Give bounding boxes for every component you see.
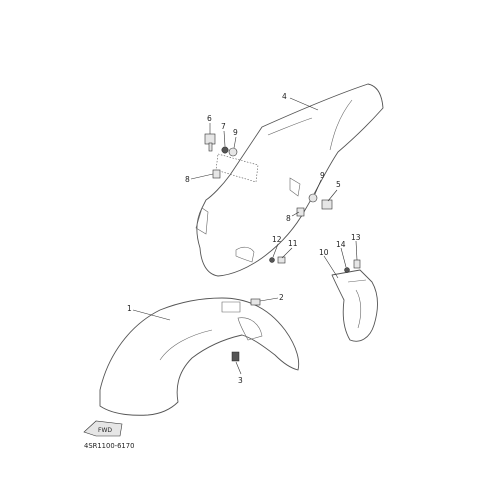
callout-9b: 9 bbox=[320, 171, 325, 180]
bolt-13 bbox=[353, 259, 361, 269]
callout-9a: 9 bbox=[233, 128, 238, 137]
callout-8b: 8 bbox=[286, 214, 291, 223]
front-fender bbox=[99, 297, 300, 416]
hardware bbox=[204, 133, 361, 362]
washer-7 bbox=[221, 146, 229, 154]
nut-8a bbox=[212, 169, 221, 179]
bolt-3 bbox=[231, 351, 240, 362]
bolt-6 bbox=[204, 133, 216, 145]
bolt-11 bbox=[277, 256, 286, 264]
drawing-code: 4SR1100-6170 bbox=[84, 442, 134, 450]
washer-9a bbox=[228, 147, 238, 157]
bolt-5 bbox=[321, 199, 333, 210]
callouts: 1 2 3 4 5 6 7 9 8 8 9 10 11 12 13 14 bbox=[127, 92, 361, 385]
fwd-arrow-icon: FWD bbox=[83, 420, 123, 437]
mudflap-bracket bbox=[331, 269, 378, 342]
callout-2: 2 bbox=[279, 293, 284, 302]
callout-4: 4 bbox=[282, 92, 287, 101]
fwd-label: FWD bbox=[98, 427, 112, 434]
callout-12: 12 bbox=[272, 235, 282, 244]
washer-14 bbox=[344, 267, 350, 273]
callout-13: 13 bbox=[351, 233, 361, 242]
callout-3: 3 bbox=[238, 376, 243, 385]
callout-10: 10 bbox=[319, 248, 329, 257]
callout-5: 5 bbox=[336, 180, 341, 189]
bolt-6-shaft bbox=[208, 142, 213, 152]
washer-9b bbox=[308, 193, 318, 203]
callout-6: 6 bbox=[207, 114, 212, 123]
rear-fender bbox=[195, 83, 384, 277]
nut-12 bbox=[269, 257, 275, 263]
nut-8b bbox=[296, 207, 305, 217]
callout-8a: 8 bbox=[185, 175, 190, 184]
callout-14: 14 bbox=[336, 240, 346, 249]
clip-2 bbox=[250, 298, 261, 306]
callout-1: 1 bbox=[127, 304, 132, 313]
callout-11: 11 bbox=[288, 239, 298, 248]
callout-7: 7 bbox=[221, 122, 226, 131]
leader-lines bbox=[132, 97, 358, 375]
